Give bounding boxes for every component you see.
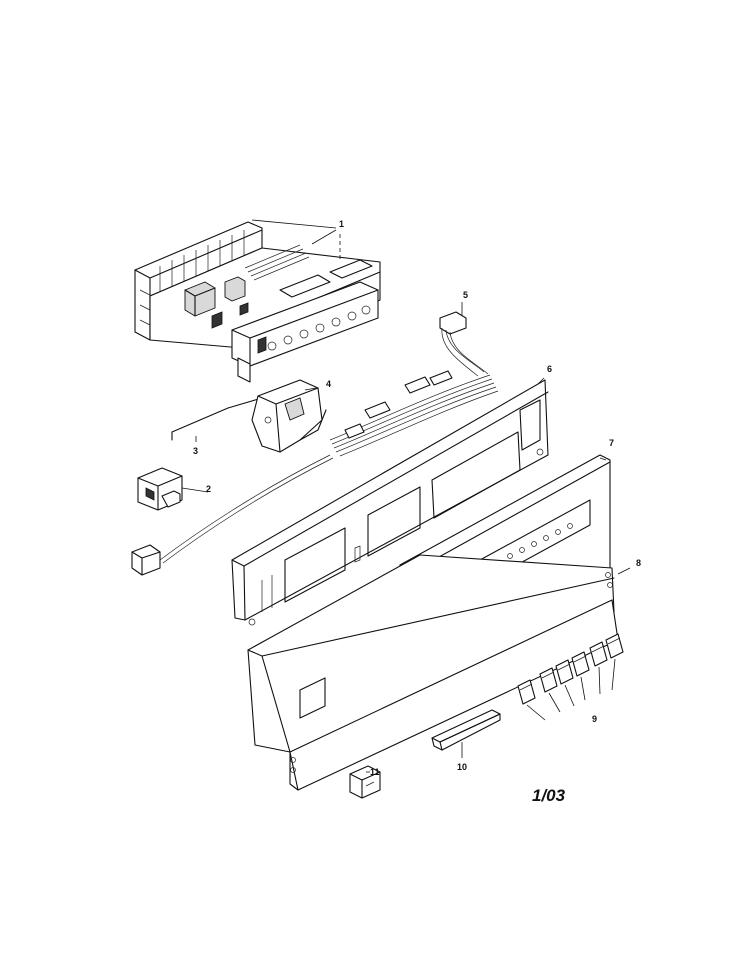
part-4-latch-bracket: [251, 379, 327, 453]
callout-6: 6: [547, 364, 552, 374]
callout-10: 10: [457, 762, 467, 772]
callout-8: 8: [636, 558, 641, 568]
callout-1: 1: [339, 219, 344, 229]
callout-11: 11: [370, 767, 380, 777]
callout-5: 5: [463, 290, 468, 300]
part-1-control-module: [134, 221, 381, 383]
callout-2: 2: [206, 484, 211, 494]
revision-label: 1/03: [532, 786, 566, 805]
part-8-front-fascia: [247, 554, 619, 791]
callout-labels: 1 2 3 4 5 6 7 8 9 10 11: [193, 219, 641, 777]
callout-3: 3: [193, 446, 198, 456]
callout-7: 7: [609, 438, 614, 448]
part-11-cap: [349, 765, 381, 799]
part-5-wire-harness: [131, 311, 499, 576]
leader-lines: [181, 219, 631, 773]
part-10-handle-strip: [431, 709, 501, 751]
part-3-wire-rod: [171, 397, 263, 441]
part-9-button-keys: [517, 633, 624, 721]
callout-9: 9: [592, 714, 597, 724]
part-2-switch: [137, 467, 183, 511]
callout-4: 4: [326, 379, 331, 389]
part-6-inner-panel: [231, 379, 549, 626]
